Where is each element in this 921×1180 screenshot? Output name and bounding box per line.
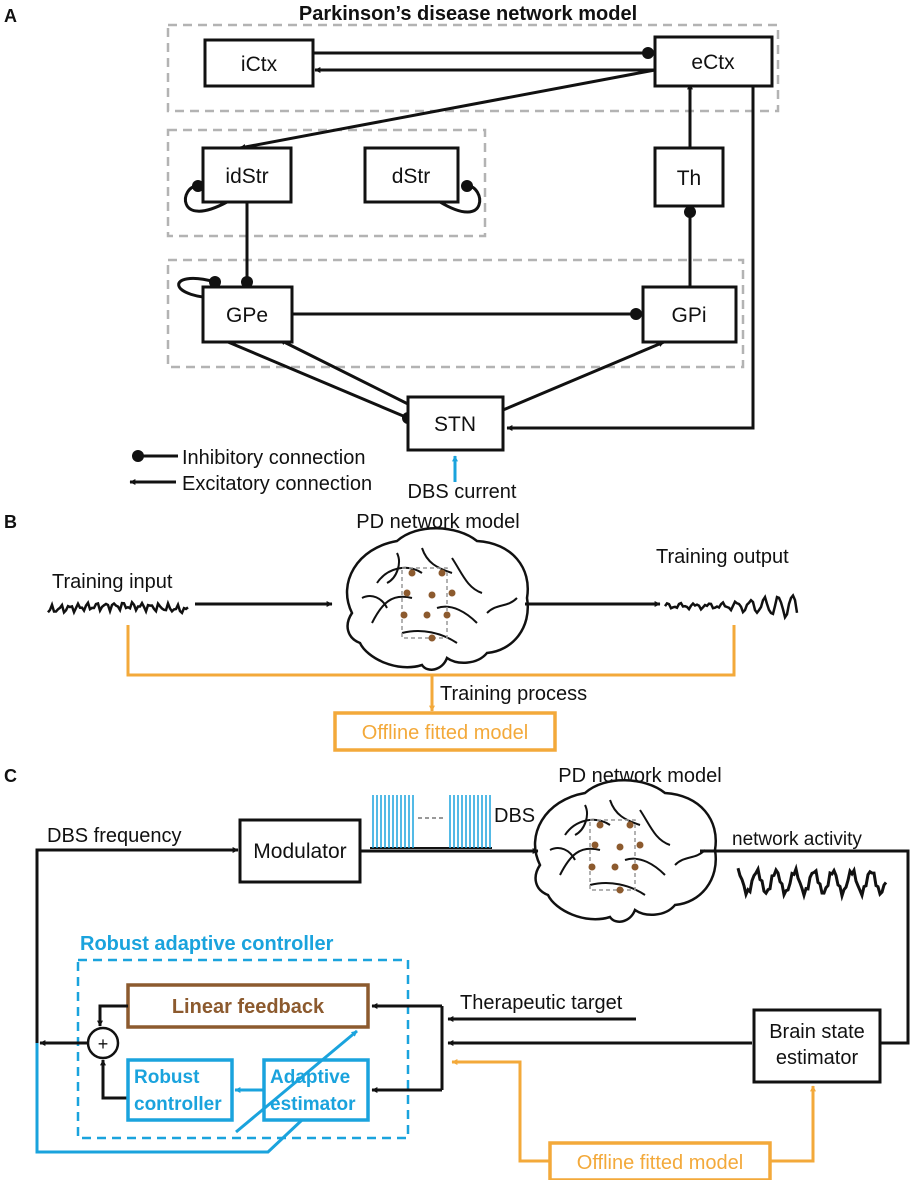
node-gpi-label: GPi (671, 304, 706, 327)
brain-state-label-1: Brain state (769, 1021, 865, 1043)
panel-label-b: B (4, 512, 17, 532)
modulator-label: Modulator (253, 840, 346, 863)
node-gpe (201, 285, 294, 344)
network-activity-label: network activity (732, 829, 862, 850)
dbs-pulse-train (370, 795, 492, 849)
controller-title: Robust adaptive controller (80, 933, 334, 955)
training-process-label: Training process (440, 683, 587, 705)
node-gpi (641, 285, 738, 344)
panel-c-offline-model-label: Offline fitted model (577, 1152, 743, 1174)
cortex-region (166, 23, 780, 113)
node-ictx-label: iCtx (241, 53, 278, 76)
adaptation-diagonal-arrow (235, 1029, 358, 1134)
node-dstr-label: dStr (392, 165, 431, 188)
brain-state-label-2: estimator (776, 1047, 859, 1069)
robust-controller-label-2: controller (134, 1094, 222, 1115)
brain-state-estimator-box (752, 1008, 882, 1084)
ectx-to-stn-excitatory (506, 86, 755, 431)
network-model-title: Parkinson’s disease network model (299, 3, 637, 25)
adaptive-estimator-label-1: Adaptive (270, 1067, 350, 1088)
striatum-region (166, 128, 487, 238)
training-output-label: Training output (656, 546, 789, 568)
legend-inhibitory-label: Inhibitory connection (182, 447, 365, 469)
linear-feedback-label: Linear feedback (172, 996, 325, 1018)
legend-excitatory-label: Excitatory connection (182, 473, 372, 495)
node-ectx-label: eCtx (691, 51, 735, 74)
node-stn-label: STN (434, 413, 476, 436)
ectx-to-idstr-excitatory (239, 68, 656, 150)
panel-label-a: A (4, 6, 17, 26)
node-stn (406, 395, 505, 452)
network-activity-signal (736, 863, 888, 902)
panel-b-model-label: PD network model (356, 511, 519, 533)
node-gpe-label: GPe (226, 304, 268, 327)
panel-label-c: C (4, 766, 17, 786)
training-input-label: Training input (52, 571, 173, 593)
offline-to-estimator-arrow (770, 1085, 816, 1163)
panel-b-brain-icon (345, 526, 530, 671)
feedback-to-sum-arrow (97, 1004, 128, 1027)
dbs-frequency-line (35, 847, 239, 1043)
controller-region (76, 958, 410, 1140)
summing-junction-symbol: + (98, 1034, 109, 1054)
panel-c-model-label: PD network model (558, 765, 721, 787)
stn-to-gpe-excitatory (279, 338, 409, 406)
therapeutic-target-label: Therapeutic target (460, 992, 623, 1014)
adaptive-estimator-box (262, 1058, 370, 1122)
robust-controller-box (126, 1058, 234, 1122)
node-th-label: Th (677, 167, 702, 190)
dbs-frequency-label: DBS frequency (47, 825, 182, 847)
panel-b-offline-model-label: Offline fitted model (362, 722, 528, 744)
node-ectx (653, 35, 774, 88)
pallidum-region (166, 258, 745, 369)
node-idstr (201, 146, 293, 204)
dbs-label: DBS (494, 805, 535, 827)
node-ictx (203, 38, 315, 88)
adaptive-feedback-line (35, 1043, 304, 1154)
panel-b-offline-model-box (333, 711, 557, 752)
robust-to-sum-arrow (100, 1059, 128, 1100)
node-dstr (363, 146, 460, 204)
offline-to-bus-arrow (451, 1059, 550, 1163)
gpe-to-stn-inhibitory (227, 340, 409, 420)
dbs-current-label: DBS current (408, 481, 517, 503)
robust-controller-label-1: Robust (134, 1067, 200, 1088)
stn-to-gpi-excitatory (502, 340, 665, 412)
training-input-signal (47, 599, 189, 616)
node-idstr-label: idStr (225, 165, 268, 188)
adaptive-estimator-label-2: estimator (270, 1094, 356, 1115)
training-output-signal (663, 593, 799, 621)
network-activity-line (700, 849, 910, 1045)
panel-c-brain-icon (533, 778, 718, 923)
node-th (653, 146, 725, 208)
